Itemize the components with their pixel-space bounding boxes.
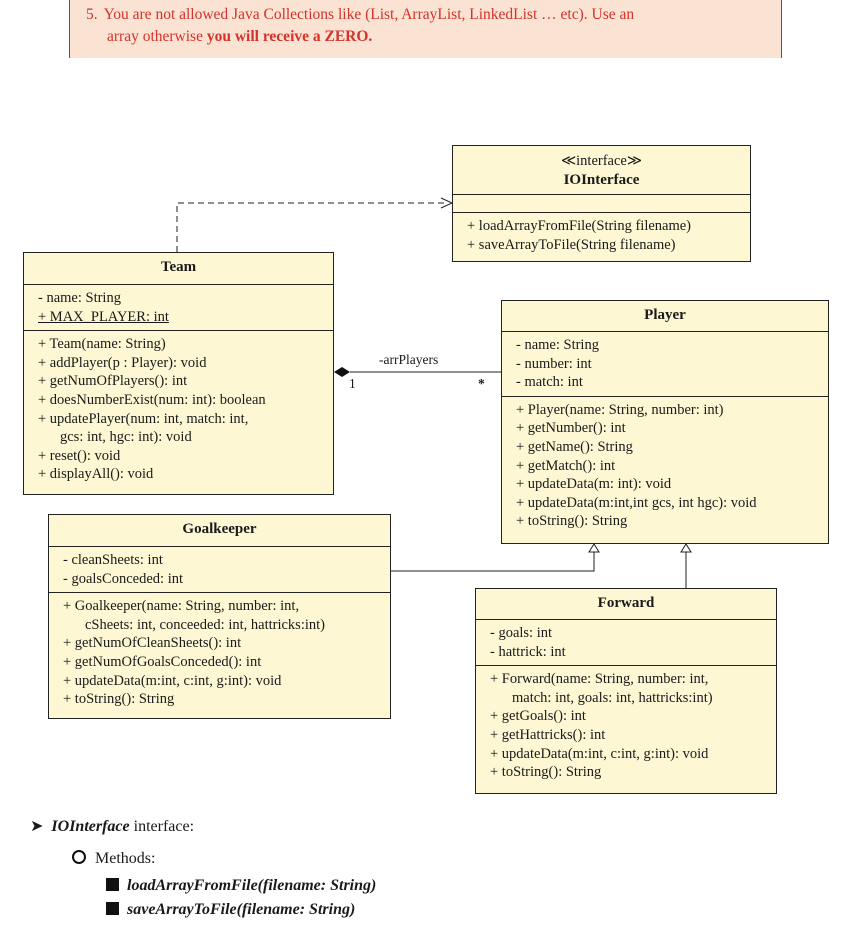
ioi-methods: + loadArrayFromFile(String filename) + s… <box>453 213 750 258</box>
ioi-class: ≪interface≫ IOInterface + loadArrayFromF… <box>452 145 751 262</box>
ioi-name: IOInterface <box>563 171 640 188</box>
goalkeeper-attributes: - cleanSheets: int - goalsConceded: int <box>49 547 390 594</box>
interface-heading-name: IOInterface <box>51 818 130 835</box>
player-method: + updateData(m:int,int gcs, int hgc): vo… <box>516 494 757 511</box>
ioi-method: + loadArrayFromFile(String filename) <box>467 218 692 234</box>
player-attr: - match: int <box>516 374 583 391</box>
forward-methods: + Forward(name: String, number: int, mat… <box>476 666 776 786</box>
forward-method: + Forward(name: String, number: int, <box>490 671 709 688</box>
team-method: + displayAll(): void <box>38 466 154 483</box>
player-header: Player <box>502 301 828 332</box>
generalization-triangle <box>588 543 600 553</box>
team-method: + doesNumberExist(num: int): boolean <box>38 391 266 408</box>
note-line-1: You are not allowed Java Collections lik… <box>103 6 635 23</box>
forward-name: Forward <box>597 595 655 611</box>
team-name: Team <box>160 259 197 275</box>
player-attributes: - name: String - number: int - match: in… <box>502 332 828 397</box>
team-attr: - name: String <box>38 290 121 306</box>
forward-class: Forward - goals: int - hattrick: int + F… <box>475 588 777 794</box>
player-method: + getName(): String <box>516 438 633 455</box>
goalkeeper-methods: + Goalkeeper(name: String, number: int, … <box>49 593 390 713</box>
team-attributes: - name: String + MAX_PLAYER: int <box>24 285 333 332</box>
forward-method: match: int, goals: int, hattricks:int) <box>512 689 713 706</box>
player-method: + Player(name: String, number: int) <box>516 401 724 418</box>
forward-method: + getHattricks(): int <box>490 726 606 743</box>
team-method: + updatePlayer(num: int, match: int, <box>38 410 249 427</box>
method-item: loadArrayFromFile(filename: String) <box>106 877 376 895</box>
method-item: saveArrayToFile(filename: String) <box>106 901 355 919</box>
forward-attributes: - goals: int - hattrick: int <box>476 620 776 667</box>
goalkeeper-method: + getNumOfCleanSheets(): int <box>63 635 242 652</box>
ioi-method: + saveArrayToFile(String filename) <box>467 236 676 253</box>
team-method: + reset(): void <box>38 447 121 464</box>
method-item-text: loadArrayFromFile(filename: String) <box>127 877 377 894</box>
player-method: + updateData(m: int): void <box>516 476 672 493</box>
forward-method: + updateData(m:int, c:int, g:int): void <box>490 745 709 762</box>
goalkeeper-method: + getNumOfGoalsConceded(): int <box>63 653 262 670</box>
note-number: 5. <box>86 6 98 23</box>
square-bullet-icon <box>106 878 119 891</box>
ioi-attributes <box>453 195 750 213</box>
note-line-2: array otherwise <box>107 28 207 45</box>
player-multiplicity: * <box>478 376 485 391</box>
forward-header: Forward <box>476 589 776 620</box>
composition-diamond <box>334 367 350 377</box>
goalkeeper-attr: - cleanSheets: int <box>63 552 163 568</box>
note-emphasis: you will receive a ZERO. <box>206 28 373 45</box>
realization-line <box>176 202 448 252</box>
goalkeeper-method: + Goalkeeper(name: String, number: int, <box>63 598 300 615</box>
goalkeeper-class: Goalkeeper - cleanSheets: int - goalsCon… <box>48 514 391 719</box>
note-text: 5. You are not allowed Java Collections l… <box>86 4 766 48</box>
player-name: Player <box>644 307 686 323</box>
forward-attr: - hattrick: int <box>490 643 566 660</box>
team-method: + getNumOfPlayers(): int <box>38 373 188 390</box>
team-header: Team <box>24 253 333 285</box>
arrow-bullet-icon: ➤ <box>30 818 44 835</box>
goalkeeper-generalization-line <box>391 551 595 572</box>
generalization-triangle <box>680 543 692 553</box>
team-attr: + MAX_PLAYER: int <box>38 308 169 325</box>
forward-method: + toString(): String <box>490 764 602 781</box>
ioi-header: ≪interface≫ IOInterface <box>453 146 750 195</box>
team-method: + addPlayer(p : Player): void <box>38 354 207 371</box>
player-method: + getNumber(): int <box>516 420 626 437</box>
methods-heading: Methods: <box>72 850 155 868</box>
goalkeeper-method: + updateData(m:int, c:int, g:int): void <box>63 672 282 689</box>
forward-attr: - goals: int <box>490 625 553 641</box>
requirement-note: 5. You are not allowed Java Collections l… <box>69 0 782 58</box>
methods-label: Methods: <box>95 850 156 867</box>
method-item-text: saveArrayToFile(filename: String) <box>127 901 356 918</box>
player-attr: - number: int <box>516 355 592 372</box>
goalkeeper-header: Goalkeeper <box>49 515 390 547</box>
player-method: + toString(): String <box>516 513 628 530</box>
player-method: + getMatch(): int <box>516 457 616 474</box>
interface-heading-rest: interface: <box>129 818 195 835</box>
player-methods: + Player(name: String, number: int) + ge… <box>502 397 828 535</box>
player-attr: - name: String <box>516 337 599 353</box>
team-methods: + Team(name: String) + addPlayer(p : Pla… <box>24 331 333 488</box>
goalkeeper-method: cSheets: int, conceeded: int, hattricks:… <box>85 616 325 633</box>
square-bullet-icon <box>106 902 119 915</box>
team-class: Team - name: String + MAX_PLAYER: int + … <box>23 252 334 495</box>
interface-heading: ➤ IOInterface interface: <box>30 816 194 836</box>
team-multiplicity: 1 <box>349 376 356 391</box>
goalkeeper-name: Goalkeeper <box>182 521 257 537</box>
team-method: gcs: int, hgc: int): void <box>60 429 192 446</box>
player-class: Player - name: String - number: int - ma… <box>501 300 829 544</box>
team-method: + Team(name: String) <box>38 336 166 353</box>
ioi-stereotype: ≪interface≫ <box>560 153 643 169</box>
goalkeeper-method: + toString(): String <box>63 691 175 708</box>
forward-method: + getGoals(): int <box>490 708 586 725</box>
goalkeeper-attr: - goalsConceded: int <box>63 570 184 587</box>
association-role: -arrPlayers <box>379 352 439 367</box>
circle-bullet-icon <box>72 850 86 864</box>
